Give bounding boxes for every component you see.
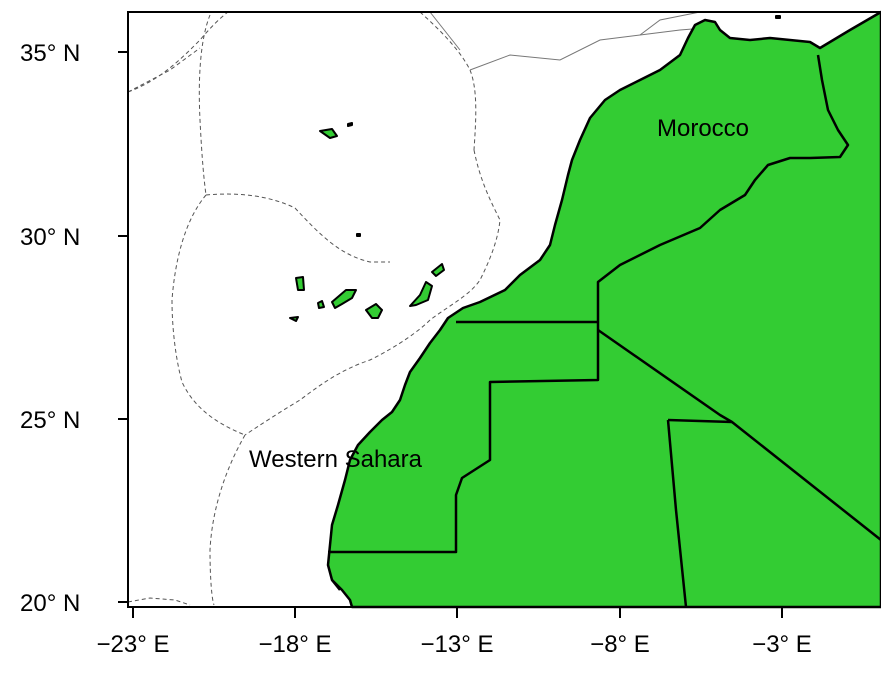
country-borders — [328, 54, 881, 608]
plot-frame — [127, 11, 881, 608]
tenerife-island — [331, 289, 357, 309]
y-tick-label-25: 25° N — [20, 407, 80, 434]
label-western-sahara: Western Sahara — [249, 446, 423, 473]
x-tick-label-m3: −3° E — [752, 631, 812, 658]
el-hierro-island — [289, 316, 299, 322]
gran-canaria-island — [365, 303, 383, 319]
la-palma-island — [295, 276, 305, 291]
la-gomera-island — [317, 300, 325, 309]
y-tick-label-20: 20° N — [20, 590, 80, 617]
alboran-islet — [775, 15, 781, 19]
alegranza-islet — [356, 233, 361, 237]
y-tick-label-35: 35° N — [20, 40, 80, 67]
x-tick-label-m23: −23° E — [97, 631, 170, 658]
x-tick-label-m8: −8° E — [590, 631, 650, 658]
y-tick-label-30: 30° N — [20, 224, 80, 251]
porto-santo-island — [347, 122, 353, 127]
y-axis — [118, 51, 128, 603]
mainland-africa — [326, 10, 881, 609]
lanzarote-island — [431, 263, 445, 277]
x-tick-label-m13: −13° E — [421, 631, 494, 658]
x-axis — [132, 607, 783, 618]
madeira-island — [319, 128, 338, 139]
fuerteventura-island — [409, 281, 433, 307]
x-tick-label-m18: −18° E — [259, 631, 332, 658]
label-morocco: Morocco — [657, 115, 749, 142]
islands — [289, 15, 781, 322]
